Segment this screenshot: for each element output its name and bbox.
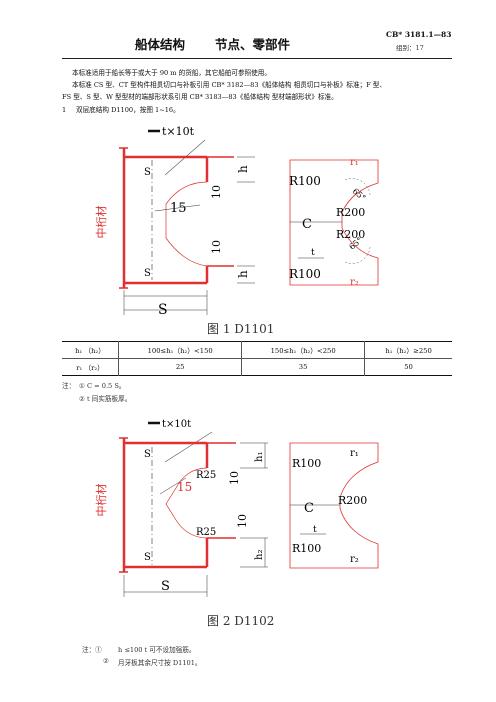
fig1-crescent-plate [289, 159, 379, 286]
table-cell: 50 [364, 358, 452, 376]
fig2-h2: h₂ [254, 550, 265, 560]
notes1-prefix: 注： [62, 382, 76, 390]
fig1-r100-top: R100 [289, 174, 321, 188]
fig1-c-label: C [302, 217, 312, 232]
table-header-row: h₁ （h₂） 100≤h₁（h₂）<150 150≤h₁（h₂）<250 h₁… [62, 341, 452, 359]
fig1-r200-bottom: R200 [336, 228, 365, 241]
notes2-item-1: h ≤100 t 可不设加强筋。 [118, 646, 196, 654]
table-cell: h₁ （h₂） [62, 341, 119, 359]
intro-line-3: FS 型、S 型、W 型型材的端部形状系引用 CB* 3183—83《船体结构 … [62, 93, 338, 101]
standard-subtitle: 节点、零部件 [215, 37, 291, 52]
notes2-item-2: 月牙板其余尺寸按 D1101。 [118, 659, 202, 667]
figure-2-caption: 图 2 D1102 [207, 614, 275, 628]
fig2-angle-15: 15 [177, 480, 192, 494]
fig2-r1: r₁ [350, 448, 359, 459]
intro-line-2: 本标准 CS 型、CT 型构件相贯切口与补板引用 CB* 3182—83《船体结… [72, 81, 386, 89]
fig1-h-top: h [236, 165, 250, 173]
fig2-dim-10-bottom: 10 [236, 514, 249, 528]
fig2-r100-top: R100 [292, 457, 321, 470]
fig2-dim-10-top: 10 [228, 471, 241, 485]
fig1-cutout-profile [165, 181, 208, 267]
fig2-t-label: t [313, 525, 317, 535]
table-cell: r₁ （r₂） [76, 364, 104, 372]
table-cell: 150≤h₁（h₂）<250 [241, 341, 365, 359]
table-cell: 35 [241, 358, 365, 376]
fig1-angle-65-top: 65° [351, 187, 368, 203]
fig1-dim-10-bottom: 10 [210, 240, 223, 254]
fig1-dim-10-top: 10 [210, 185, 223, 199]
fig2-thickness-label: t×10t [162, 419, 191, 430]
fig2-r200: R200 [338, 494, 367, 507]
fig1-h-bottom: h [236, 270, 250, 278]
fig1-s-dim: S [158, 302, 168, 318]
fig1-s-top: S [144, 167, 151, 178]
fig2-s-top: S [144, 449, 151, 460]
fig2-r25-top: R25 [196, 470, 216, 481]
fig2-h1: h₁ [254, 452, 265, 462]
fig1-angle-15: 15 [170, 201, 187, 216]
fig1-side-label: 中桁材 [94, 206, 108, 239]
notes1-item-1: ① C = 0.5 S。 [79, 382, 126, 390]
radius-table: h₁ （h₂） 100≤h₁（h₂）<150 150≤h₁（h₂）<250 h₁… [62, 341, 452, 376]
intro-line-1: 本标准适用于船长等于或大于 90 m 的货船，其它船舶可参照使用。 [72, 69, 271, 77]
fig1-thickness-label: t×10t [162, 125, 195, 138]
fig2-r25-bottom: R25 [196, 527, 216, 538]
fig2-r100-bottom: R100 [292, 542, 321, 555]
table-cell: 25 [118, 358, 242, 376]
group-label: 组别：17 [396, 44, 424, 52]
header-rule [62, 58, 452, 59]
fig2-r2: r₂ [350, 554, 359, 565]
fig1-r2: r₂ [350, 277, 359, 288]
notes2-prefix: 注：① [82, 646, 102, 654]
fig1-r1: r₁ [350, 157, 359, 168]
fig2-cutout-profile [165, 467, 208, 539]
fig1-r100-bottom: R100 [289, 267, 321, 281]
standard-title: 船体结构 [135, 37, 186, 52]
table-cell: 100≤h₁（h₂）<150 [118, 341, 242, 359]
notes2-item-2-prefix: ② [103, 657, 109, 665]
fig2-crescent-plate [289, 442, 379, 569]
table-row: r₁ （r₂） 25 35 50 [62, 358, 452, 376]
notes1-item-2: ② t 同实筋板厚。 [79, 395, 132, 403]
fig2-side-label: 中桁材 [94, 484, 108, 517]
fig2-s-dim: S [161, 579, 170, 594]
fig1-r200-top: R200 [336, 206, 365, 219]
table-cell: h₁（h₂）≥250 [364, 341, 452, 359]
standard-number: CB* 3181.1—83 [386, 30, 452, 39]
figure-1-caption: 图 1 D1101 [207, 322, 275, 336]
fig2-c-label: C [304, 501, 314, 516]
fig1-s-bottom: S [144, 268, 151, 279]
fig1-t-label: t [311, 248, 315, 258]
section-number: 1 [62, 106, 67, 114]
section-text: 双层底结构 D1100，按图 1~16。 [76, 106, 180, 114]
fig2-s-bottom: S [144, 552, 151, 563]
